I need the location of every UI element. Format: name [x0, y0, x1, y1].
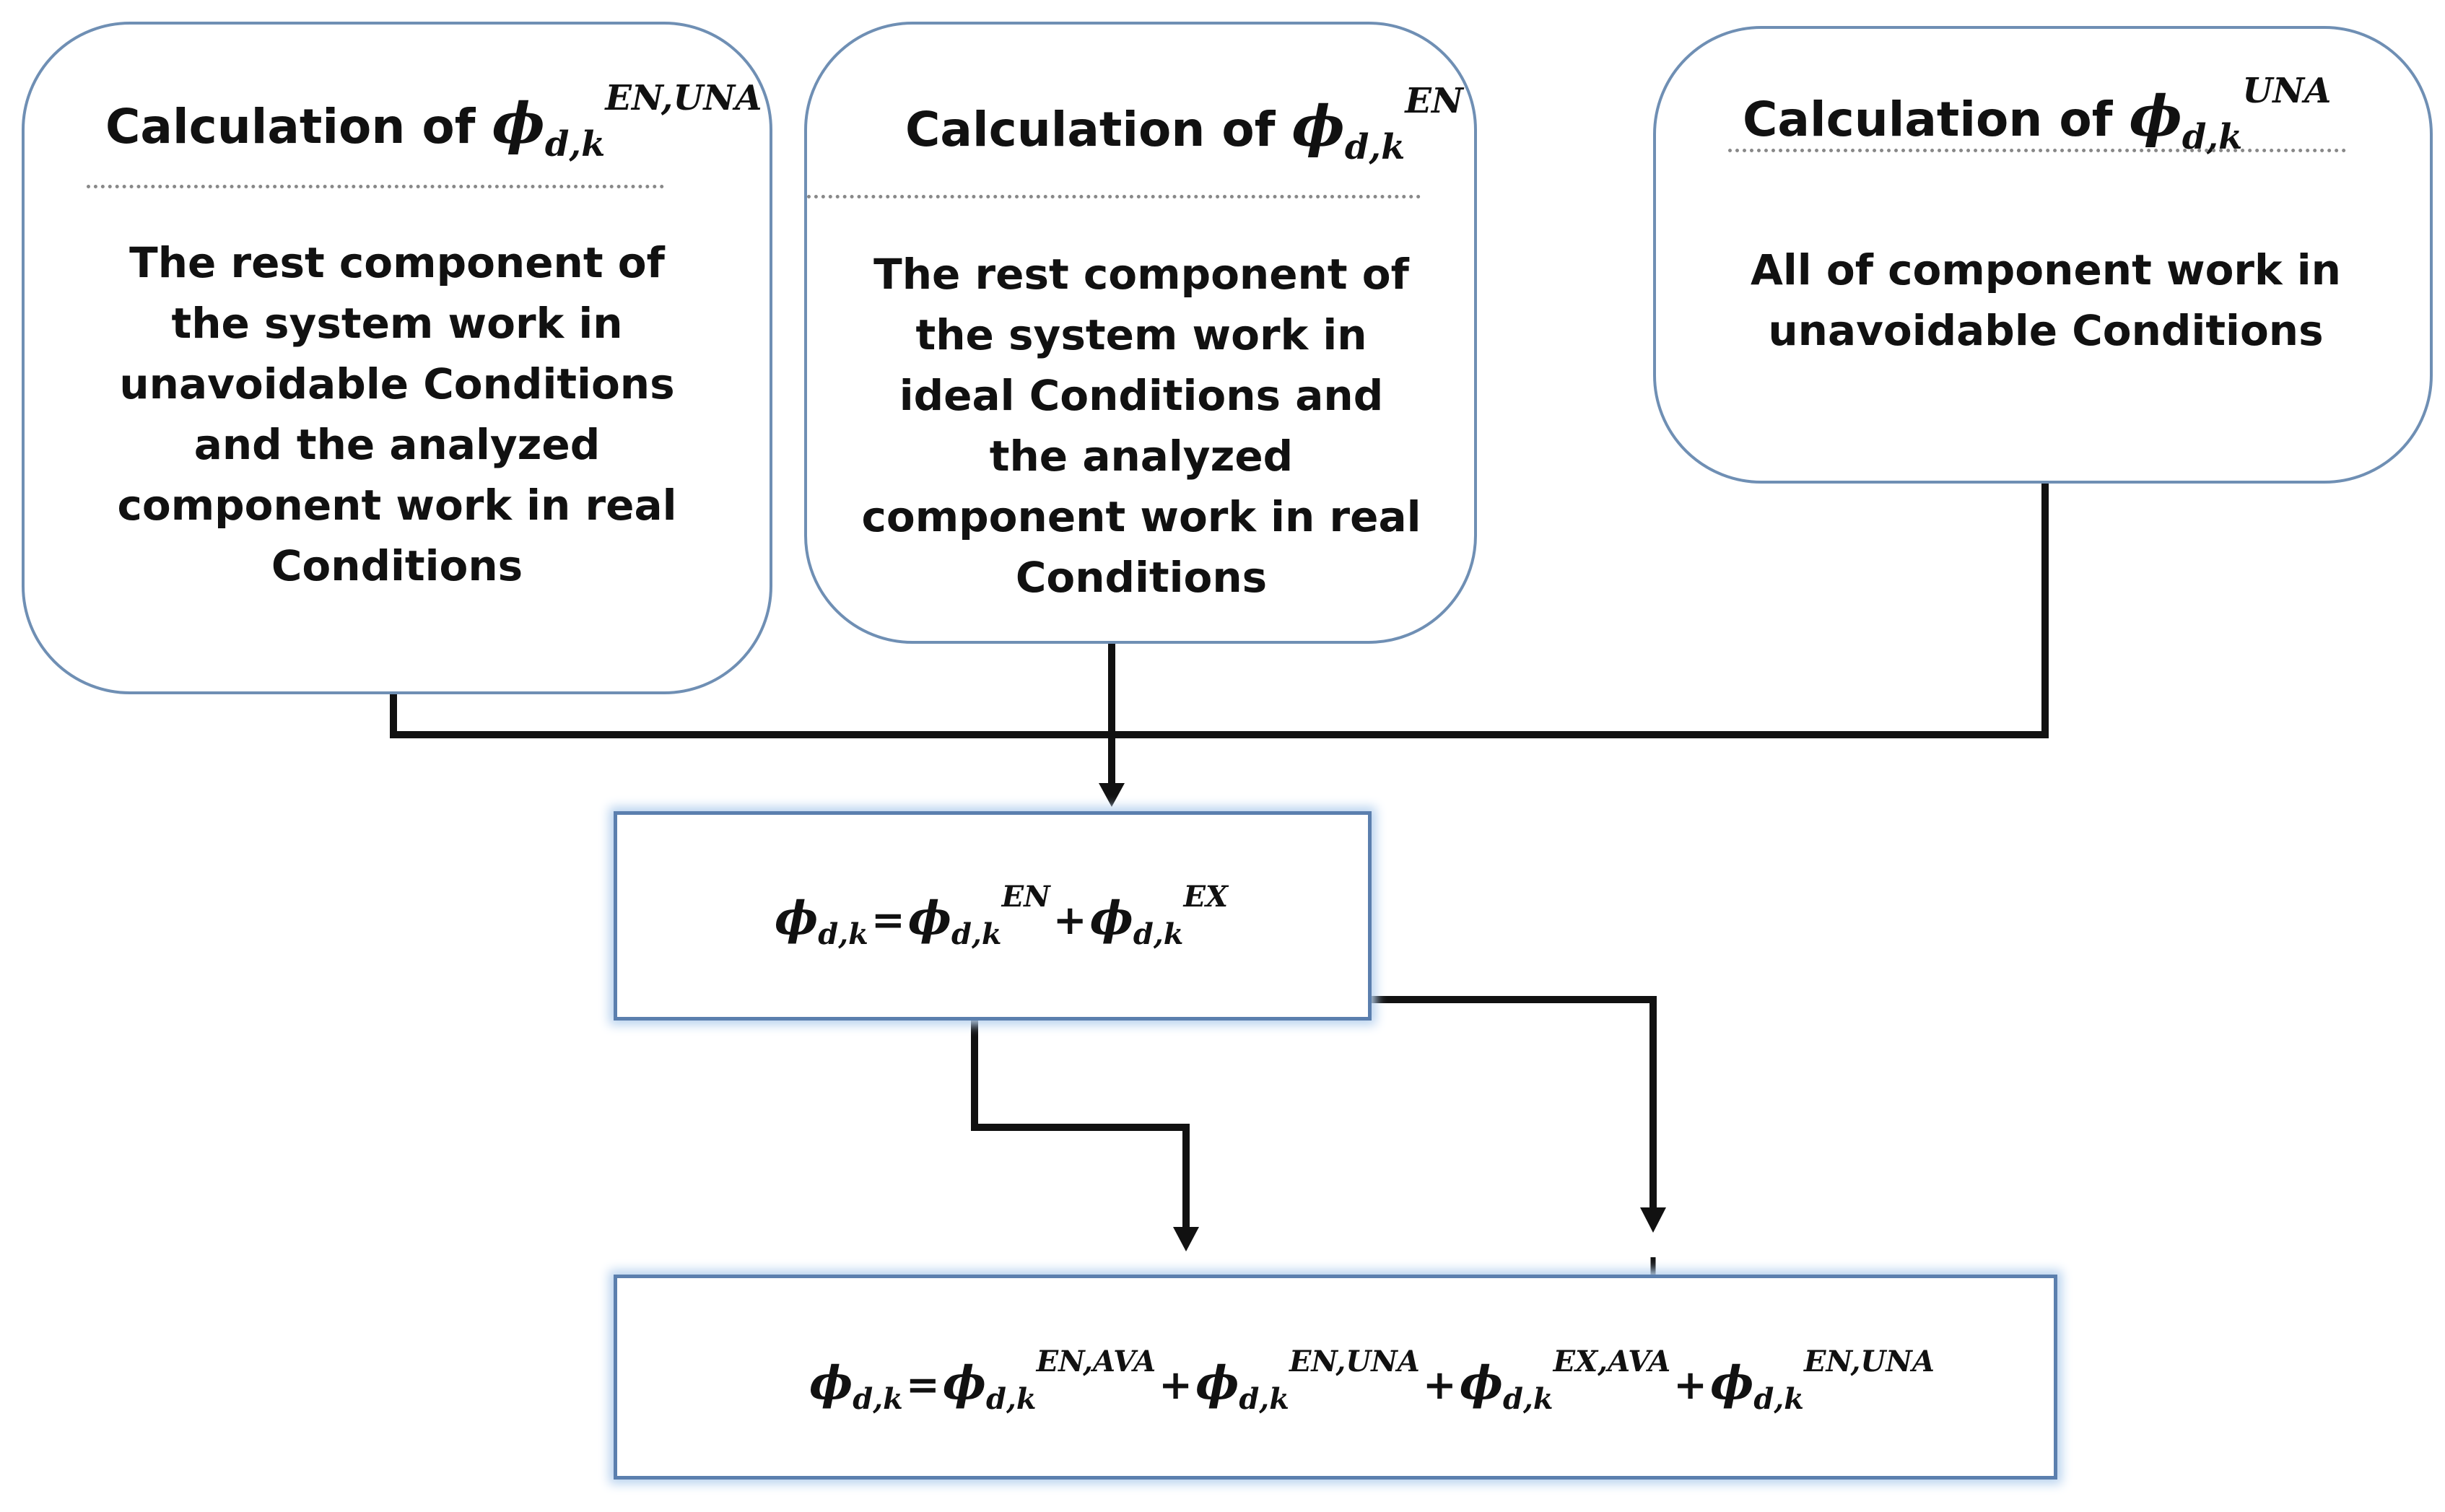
equation-box-total: ϕd,k=ϕd,kEN+ϕd,kEX [614, 811, 1372, 1021]
description-line: ideal Conditions and [899, 371, 1384, 420]
subscript: d,k [1503, 1382, 1553, 1416]
connector-en-term [971, 1007, 1190, 1227]
title-divider [807, 195, 1421, 198]
description-line: The rest component of [129, 238, 665, 287]
title-prefix: Calculation of [1743, 92, 2130, 147]
description-line: The rest component of [873, 250, 1409, 299]
arrowhead-en-term [1173, 1227, 1199, 1251]
description-line: Conditions [1015, 553, 1268, 602]
box-una-title: Calculation of ϕd,kUNA [1743, 71, 2331, 157]
box-una: Calculation of ϕd,kUNA All of component … [1653, 26, 2433, 484]
connector-box1 [390, 484, 2049, 738]
equals-sign: = [905, 1361, 940, 1409]
phi-symbol: ϕ [1459, 1356, 1504, 1410]
phi-symbol: ϕ [1291, 94, 1345, 159]
equals-sign: = [871, 896, 905, 944]
box-una-description: All of component work in unavoidable Con… [1685, 240, 2407, 361]
box-en-una-description: The rest component of the system work in… [68, 232, 726, 596]
subscript: d,k [544, 124, 606, 165]
superscript: EN [1405, 81, 1463, 121]
description-line: unavoidable Conditions [119, 359, 675, 408]
arrowhead-into-eq1 [1099, 783, 1125, 807]
phi-symbol: ϕ [1195, 1356, 1239, 1410]
plus-sign: + [1052, 896, 1087, 944]
description-line: All of component work in [1751, 245, 2341, 294]
phi-symbol: ϕ [1089, 891, 1133, 945]
description-line: component work in real [117, 481, 677, 530]
arrowhead-ex-term [1640, 1207, 1666, 1233]
box-en: Calculation of ϕd,kEN The rest component… [804, 22, 1477, 644]
superscript-ex-ava: EX,AVA [1553, 1345, 1671, 1378]
subscript: d,k [986, 1382, 1037, 1416]
phi-symbol: ϕ [942, 1356, 987, 1410]
title-divider [87, 185, 664, 188]
superscript-en-una: EN,UNA [1803, 1345, 1935, 1378]
superscript-en-una: EN,UNA [1289, 1345, 1420, 1378]
box-en-title: Calculation of ϕd,kEN [905, 81, 1463, 167]
phi-symbol: ϕ [2129, 84, 2182, 149]
title-divider [1728, 149, 2346, 152]
superscript-en-ava: EN,AVA [1036, 1345, 1156, 1378]
description-line: unavoidable Conditions [1768, 306, 2324, 355]
subscript: d,k [951, 917, 1002, 951]
box-en-description: The rest component of the system work in… [829, 244, 1454, 608]
superscript: EN,UNA [605, 78, 762, 118]
equation-total: ϕd,k=ϕd,kEN+ϕd,kEX [775, 880, 1228, 951]
phi-symbol: ϕ [775, 891, 819, 945]
description-line: the analyzed [989, 432, 1294, 481]
subscript: d,k [1753, 1382, 1804, 1416]
phi-symbol: ϕ [907, 891, 952, 945]
equation-decomposed: ϕd,k=ϕd,kEN,AVA+ϕd,kEN,UNA+ϕd,kEX,AVA+ϕd… [809, 1345, 1935, 1416]
superscript-en: EN [1001, 880, 1050, 914]
subscript: d,k [1133, 917, 1184, 951]
connector-ex-term [1138, 996, 1657, 1207]
equation-box-decomposed: ϕd,k=ϕd,kEN,AVA+ϕd,kEN,UNA+ϕd,kEX,AVA+ϕd… [614, 1275, 2057, 1480]
subscript: d,k [818, 917, 868, 951]
description-line: component work in real [861, 492, 1421, 541]
subscript: d,k [1344, 127, 1405, 167]
title-prefix: Calculation of [105, 99, 492, 154]
subscript: d,k [853, 1382, 903, 1416]
superscript-ex: EX [1183, 880, 1229, 914]
phi-symbol: ϕ [1710, 1356, 1754, 1410]
phi-symbol: ϕ [809, 1356, 853, 1410]
box-en-una-title: Calculation of ϕd,k EN,UNA [105, 78, 762, 165]
subscript: d,k [1239, 1382, 1289, 1416]
title-prefix: Calculation of [905, 102, 1292, 157]
plus-sign: + [1422, 1361, 1457, 1409]
superscript: UNA [2242, 71, 2332, 111]
description-line: Conditions [271, 541, 523, 590]
box-en-una: Calculation of ϕd,k EN,UNA The rest compo… [22, 22, 772, 694]
description-line: the system work in [915, 310, 1367, 359]
plus-sign: + [1673, 1361, 1708, 1409]
phi-symbol: ϕ [492, 91, 545, 157]
description-line: and the analyzed [193, 420, 601, 469]
plus-sign: + [1159, 1361, 1193, 1409]
description-line: the system work in [171, 299, 623, 348]
